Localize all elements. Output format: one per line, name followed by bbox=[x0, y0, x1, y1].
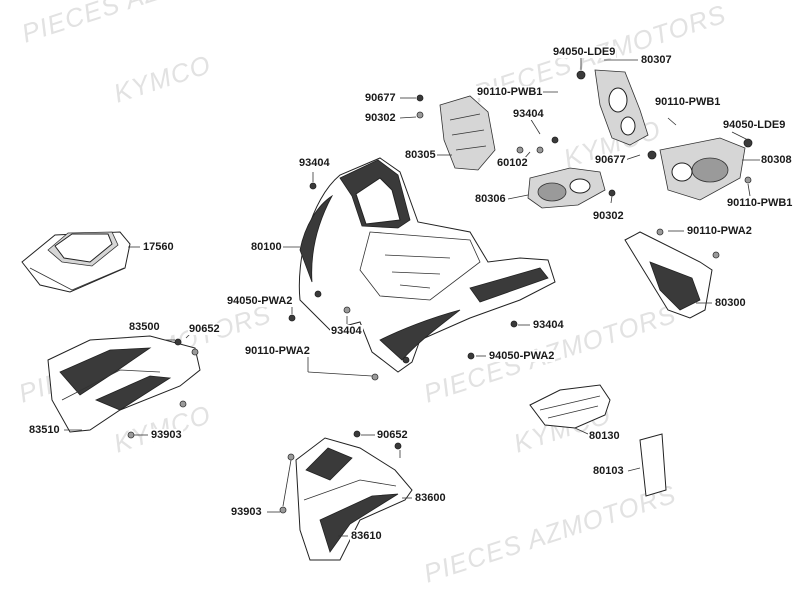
label-93903-b: 93903 bbox=[230, 506, 263, 518]
label-17560: 17560 bbox=[142, 241, 175, 253]
part-80130-tray bbox=[529, 384, 611, 429]
label-90302-a: 90302 bbox=[364, 112, 397, 124]
part-80103-plate bbox=[639, 433, 667, 497]
part-80305-housing bbox=[439, 95, 496, 171]
label-80300: 80300 bbox=[714, 297, 747, 309]
label-60102: 60102 bbox=[496, 157, 529, 169]
part-80100-rear-fender bbox=[298, 157, 556, 373]
label-94050-pwa2-b: 94050-PWA2 bbox=[488, 350, 556, 362]
leader-lines bbox=[64, 58, 760, 537]
label-93404-b: 93404 bbox=[298, 157, 331, 169]
label-83610: 83610 bbox=[350, 530, 383, 542]
part-17560-battery-cover bbox=[21, 231, 131, 293]
label-94050-lde9-top: 94050-LDE9 bbox=[552, 46, 617, 58]
label-83500: 83500 bbox=[128, 321, 161, 333]
label-80103: 80103 bbox=[592, 465, 625, 477]
part-83600-right-fender bbox=[295, 437, 413, 561]
label-80130: 80130 bbox=[588, 430, 621, 442]
label-80305: 80305 bbox=[404, 149, 437, 161]
label-90652-b: 90652 bbox=[376, 429, 409, 441]
label-94050-pwa2-a: 94050-PWA2 bbox=[226, 295, 294, 307]
label-94050-lde9-right: 94050-LDE9 bbox=[722, 119, 787, 131]
label-80307: 80307 bbox=[640, 54, 673, 66]
label-80100: 80100 bbox=[250, 241, 283, 253]
part-80307-bracket bbox=[594, 69, 649, 146]
label-90302-b: 90302 bbox=[592, 210, 625, 222]
label-90677-b: 90677 bbox=[594, 154, 627, 166]
label-93404-d: 93404 bbox=[532, 319, 565, 331]
label-90110-pwa2-a: 90110-PWA2 bbox=[686, 225, 753, 237]
label-83600: 83600 bbox=[414, 492, 447, 504]
label-93404-c: 93404 bbox=[330, 325, 363, 337]
label-90652-a: 90652 bbox=[188, 323, 221, 335]
part-80300-grille bbox=[624, 231, 713, 319]
fasteners bbox=[127, 70, 753, 514]
label-80306: 80306 bbox=[474, 193, 507, 205]
part-80306-taillight-left bbox=[527, 167, 606, 209]
part-83500-left-fender bbox=[47, 335, 201, 433]
label-93404-a: 93404 bbox=[512, 108, 545, 120]
part-80308-taillight-right bbox=[659, 137, 746, 201]
label-90110-pwb1-c: 90110-PWB1 bbox=[726, 197, 794, 209]
label-90110-pwa2-b: 90110-PWA2 bbox=[244, 345, 311, 357]
label-90677-a: 90677 bbox=[364, 92, 397, 104]
label-83510: 83510 bbox=[28, 424, 61, 436]
label-80308: 80308 bbox=[760, 154, 793, 166]
label-90110-pwb1-b: 90110-PWB1 bbox=[654, 96, 722, 108]
label-93903-a: 93903 bbox=[150, 429, 183, 441]
label-90110-pwb1-a: 90110-PWB1 bbox=[476, 86, 544, 98]
